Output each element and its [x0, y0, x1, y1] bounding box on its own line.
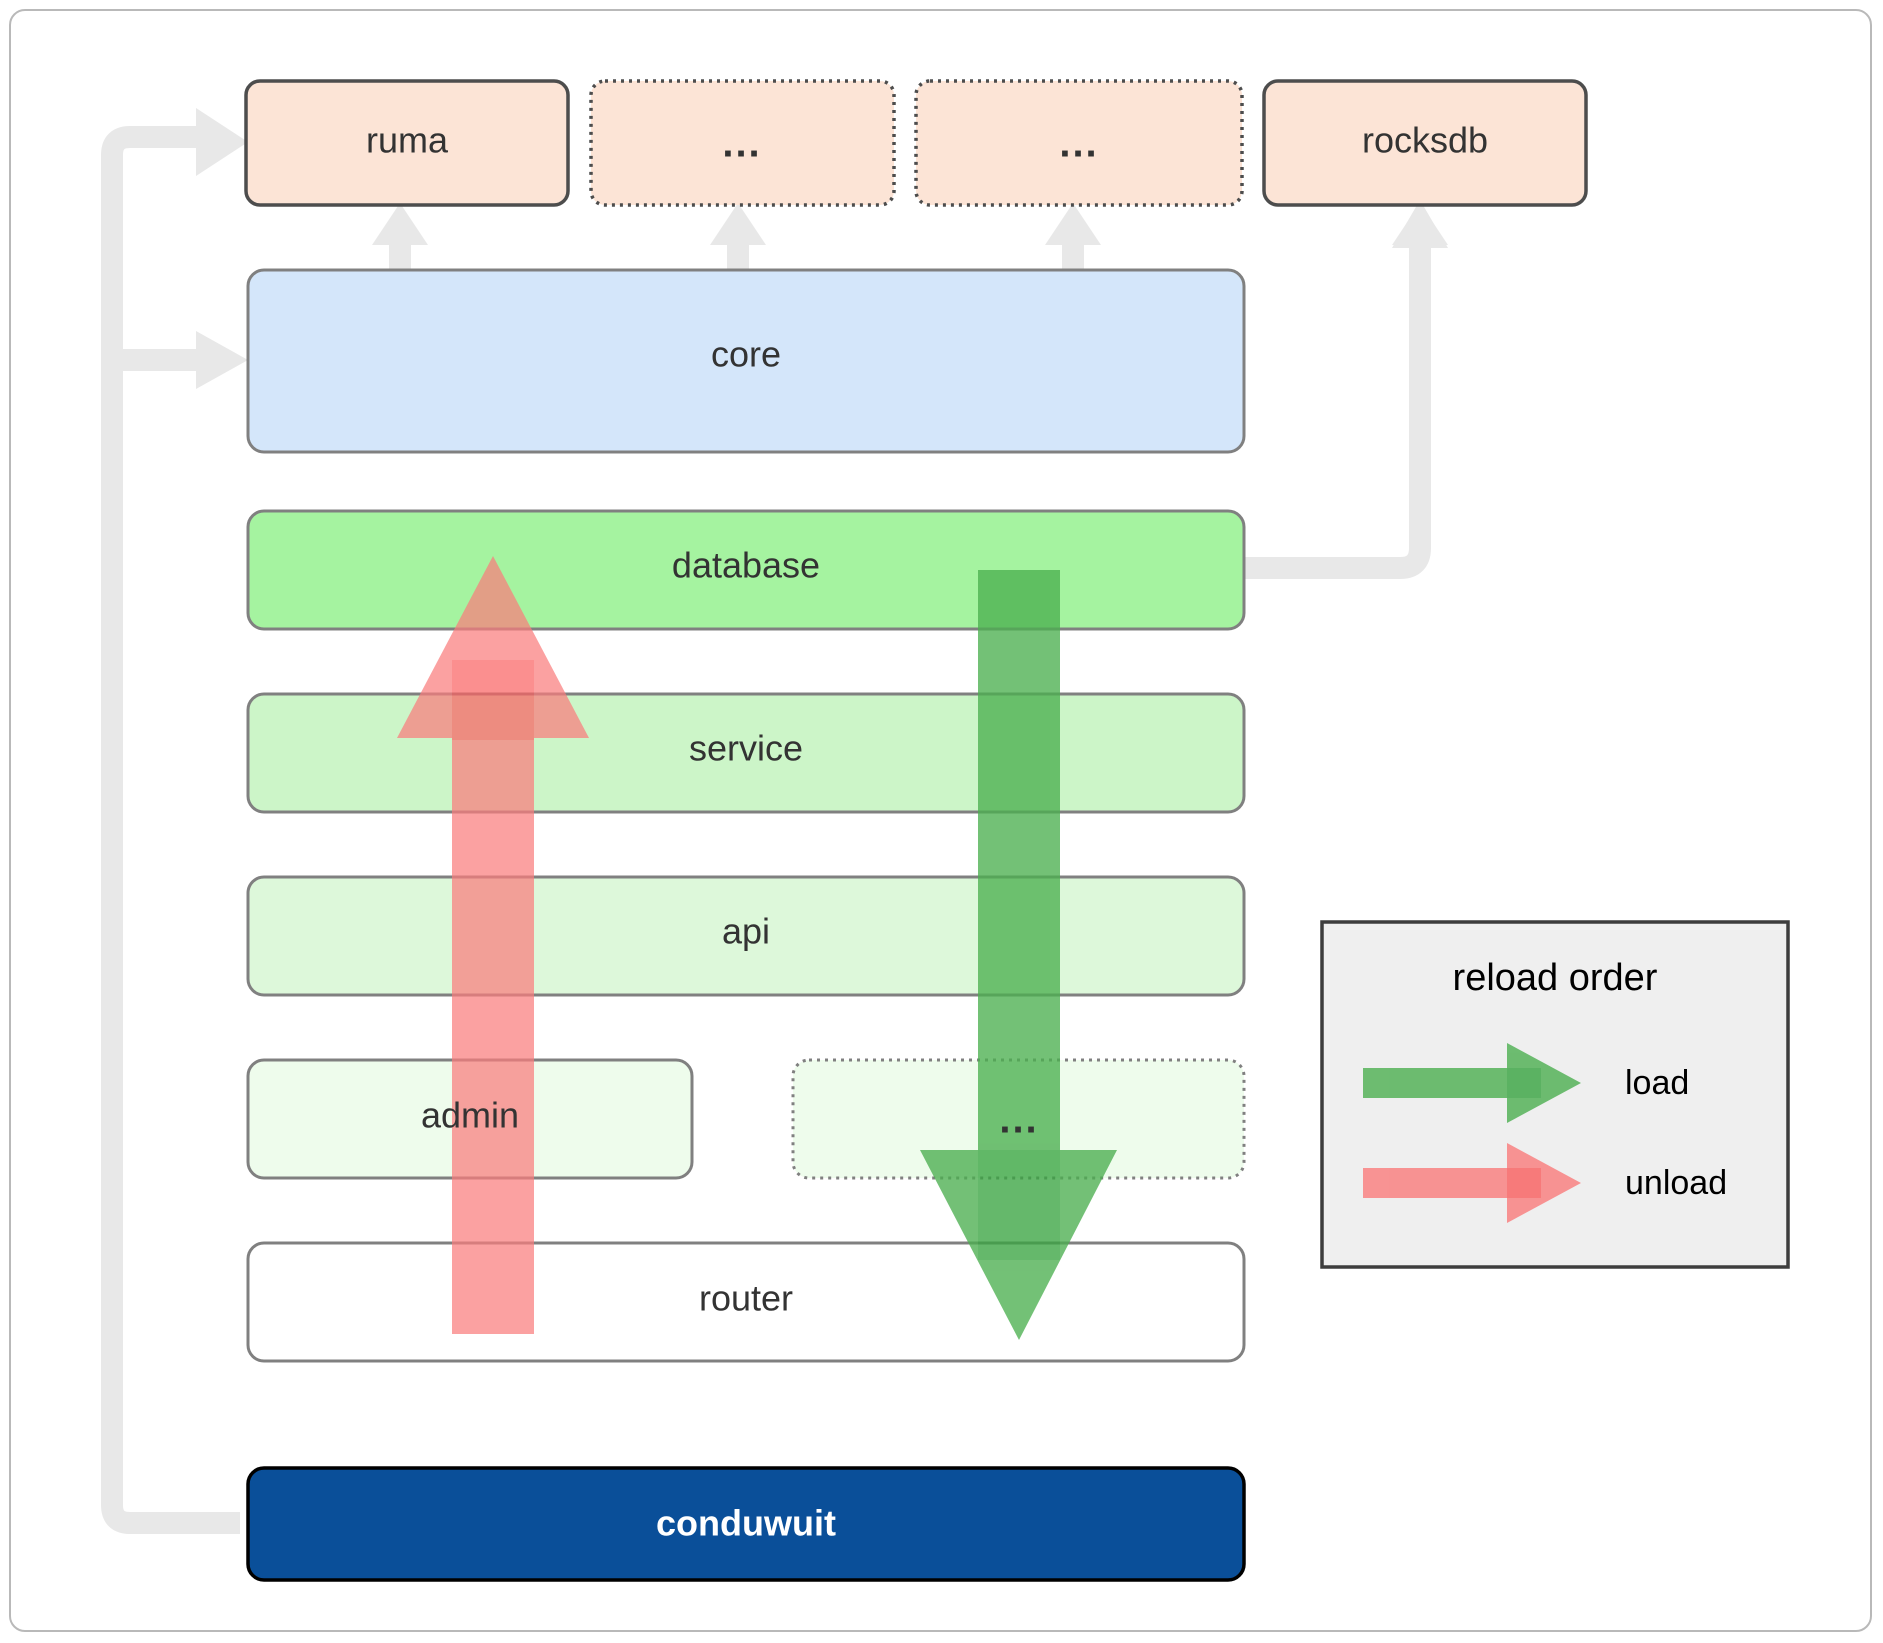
load-arrow [920, 570, 1117, 1340]
root-label-conduwuit: conduwuit [656, 1503, 836, 1544]
arrow-core-to-dots1 [710, 203, 766, 275]
layer-label-core: core [711, 334, 781, 375]
dep-box-dots1[interactable]: ... [589, 79, 896, 207]
layer-label-service: service [689, 728, 803, 769]
dep-label-dots1: ... [722, 122, 761, 166]
arrow-core-to-dots2 [1045, 203, 1101, 275]
dep-label-ruma: ruma [366, 120, 449, 161]
legend: reload order load unload [1320, 920, 1790, 1269]
layer-label-dots3: ... [999, 1098, 1038, 1142]
dep-label-dots2: ... [1059, 122, 1098, 166]
dep-box-ruma[interactable]: ruma [244, 79, 570, 207]
layer-box-core[interactable]: core [246, 268, 1246, 454]
layer-label-api: api [722, 911, 770, 952]
layer-label-admin: admin [421, 1095, 519, 1136]
rail-database-to-rocksdb [1022, 245, 1431, 579]
legend-label-load: load [1625, 1064, 1689, 1102]
arrowhead-to-core [196, 331, 248, 389]
dep-box-dots2[interactable]: ... [914, 79, 1244, 207]
layer-label-router: router [699, 1278, 793, 1319]
layer-label-database: database [672, 545, 820, 586]
dependency-row: ruma ... ... rocksdb [244, 79, 1588, 207]
layer-labels: database service api admin ... router [421, 545, 1038, 1319]
legend-swatch-load [1363, 1043, 1581, 1123]
dep-label-rocksdb: rocksdb [1362, 120, 1488, 161]
dep-box-rocksdb[interactable]: rocksdb [1262, 79, 1588, 207]
arrowhead-to-ruma [196, 108, 248, 176]
legend-label-unload: unload [1625, 1164, 1727, 1202]
arrow-core-to-rocksdb [1392, 203, 1448, 275]
gray-connectors [101, 108, 1448, 1534]
root-box-conduwuit[interactable]: conduwuit [246, 1466, 1246, 1582]
legend-swatch-unload [1363, 1143, 1581, 1223]
legend-title: reload order [1453, 957, 1658, 999]
arrow-core-to-ruma [372, 203, 428, 275]
unload-arrow [397, 556, 589, 1334]
rail-conduwuit-to-deps [101, 126, 240, 1534]
